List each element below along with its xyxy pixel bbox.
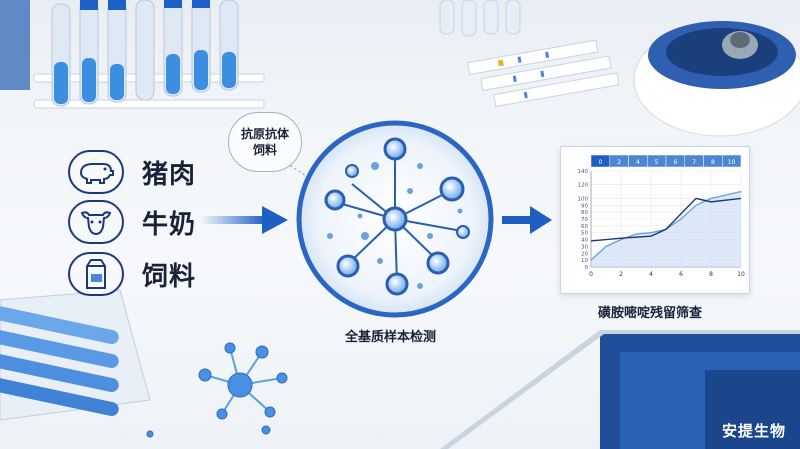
header-cell-label: 10	[728, 159, 736, 166]
header-cell	[722, 154, 742, 168]
sample-row-pork: 猪肉	[68, 150, 196, 194]
sample-row-feed: 饲料	[68, 252, 196, 296]
header-cell-label: 5	[655, 159, 659, 166]
y-tick-label: 70	[581, 217, 588, 223]
x-tick-label: 2	[619, 271, 623, 278]
sample-row-milk: 牛奶	[68, 200, 196, 244]
header-cell-label: 7	[692, 159, 696, 166]
header-cell-label: 6	[673, 159, 677, 166]
cow-icon	[68, 200, 124, 244]
bubble-line-2: 饲料	[252, 143, 277, 157]
antigen-antibody-bubble: 抗原抗体 饲料	[228, 112, 302, 172]
x-tick-label: 6	[679, 271, 683, 278]
sample-label: 饲料	[142, 261, 197, 292]
y-tick-label: 10	[581, 258, 588, 264]
y-tick-label: 50	[581, 231, 588, 237]
center-caption: 全基质样本检测	[345, 330, 437, 345]
arrow-right-icon	[200, 204, 290, 236]
header-cell-label: 4	[636, 159, 640, 166]
header-cell-label: 2	[617, 159, 621, 166]
y-tick-label: 140	[578, 169, 589, 175]
bubble-line-1: 抗原抗体	[240, 127, 289, 141]
x-tick-label: 10	[737, 271, 745, 278]
chart-caption: 磺胺嘧啶残留筛查	[598, 306, 703, 321]
x-tick-label: 0	[589, 271, 593, 278]
sample-label: 牛奶	[142, 209, 197, 240]
y-tick-label: 40	[581, 238, 588, 244]
arrow-right-icon	[502, 204, 554, 236]
header-cell-label: 0	[598, 159, 602, 166]
y-tick-label: 120	[578, 183, 589, 189]
y-tick-label: 30	[581, 244, 588, 250]
brand-watermark: 安提生物	[721, 422, 786, 440]
x-tick-label: 8	[709, 271, 713, 278]
y-tick-label: 100	[578, 196, 589, 202]
y-tick-label: 80	[581, 210, 588, 216]
sample-label: 猪肉	[142, 159, 197, 190]
y-tick-label: 90	[581, 203, 588, 209]
y-tick-label: 20	[581, 251, 588, 257]
feed-bag-icon	[68, 252, 124, 296]
series-line	[590, 197, 742, 242]
header-cell-label: 8	[711, 159, 715, 166]
y-tick-label: 60	[581, 224, 588, 230]
y-tick-label: 0	[585, 265, 589, 271]
pig-icon	[68, 150, 124, 194]
x-tick-label: 4	[649, 271, 653, 278]
detection-network-diagram	[290, 116, 500, 322]
